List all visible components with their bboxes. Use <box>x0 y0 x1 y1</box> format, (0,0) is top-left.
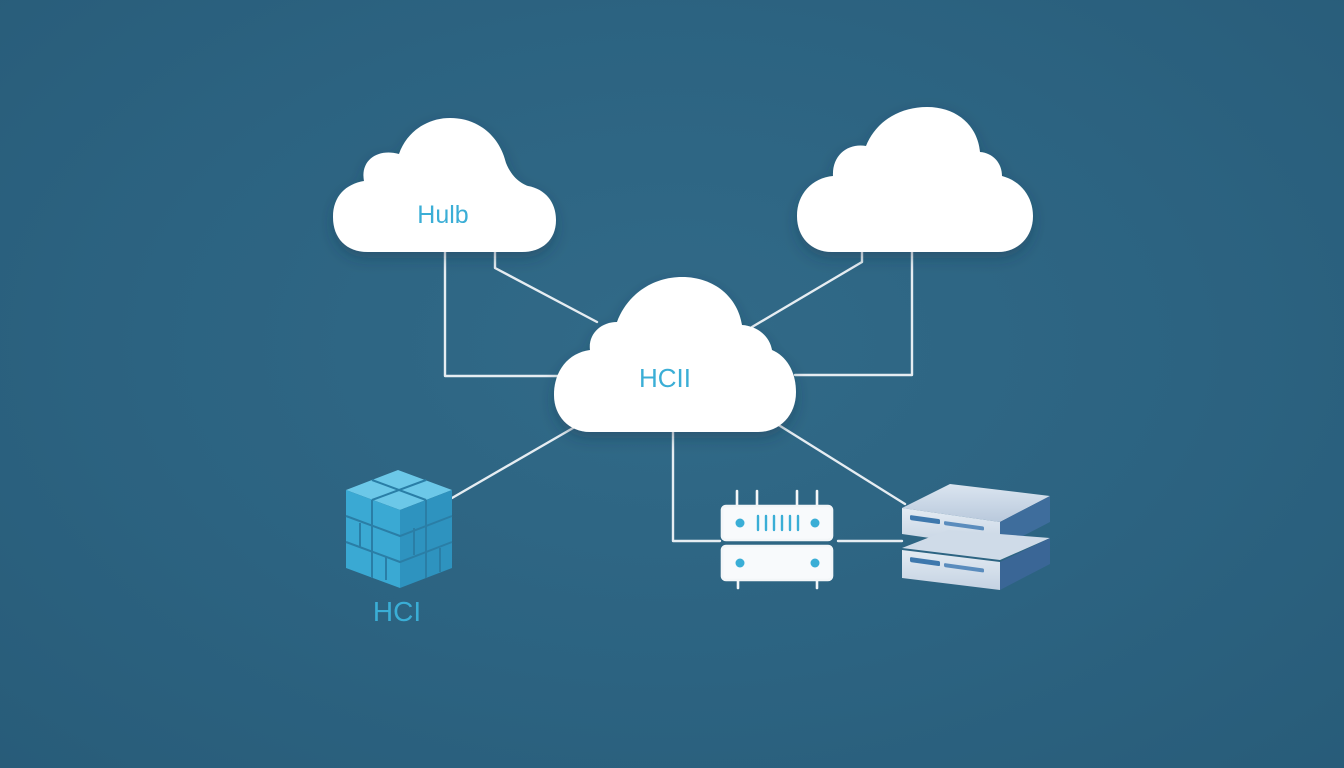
connector-right-to-center-diagonal <box>750 250 864 329</box>
cube-seams <box>345 479 453 580</box>
center-cloud: HCII <box>554 277 796 432</box>
hci-cube-label: HCI <box>373 596 421 627</box>
hub-cloud: Hulb <box>333 118 556 252</box>
hub-cloud-label: Hulb <box>417 201 468 229</box>
router-top-unit <box>720 504 834 542</box>
router-bottom-unit <box>720 544 834 582</box>
cloud-shape <box>554 277 796 432</box>
connectors <box>443 250 914 543</box>
router-icon <box>720 489 834 590</box>
server-lower-top <box>902 530 1050 560</box>
server-stack-icon <box>902 484 1050 590</box>
center-cloud-label: HCII <box>639 363 691 393</box>
cloud-shape <box>333 118 556 252</box>
connector-center-to-server <box>775 422 907 506</box>
connector-center-to-router <box>671 428 722 543</box>
connector-center-to-hci <box>450 422 582 500</box>
cloud-shape <box>797 107 1033 252</box>
connector-hub-to-center-diagonal <box>493 250 599 324</box>
connector-hub-to-center-left <box>443 250 562 378</box>
server-lower-side <box>1000 538 1050 590</box>
right-cloud <box>797 107 1033 252</box>
server-upper-top <box>902 484 1050 522</box>
connector-right-to-center-elbow <box>793 250 914 377</box>
server-upper-side <box>1000 496 1050 548</box>
hci-storage-cube-icon: HCI <box>345 470 453 627</box>
